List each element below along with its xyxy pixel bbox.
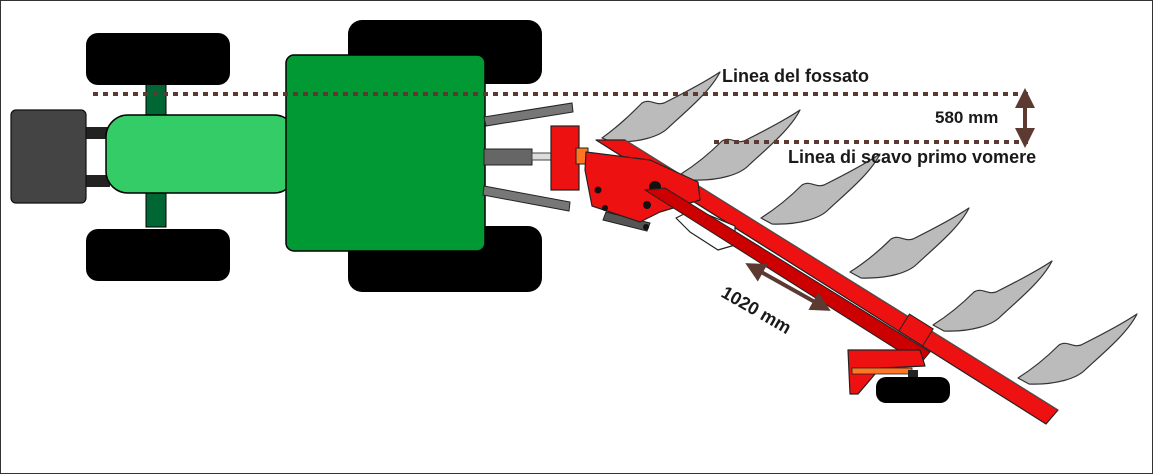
rear-clamp xyxy=(898,313,934,347)
tractor xyxy=(10,20,542,292)
mouldboard-4 xyxy=(849,207,970,279)
front-left-tire xyxy=(86,33,230,85)
mouldboard-2 xyxy=(680,109,801,181)
depth-wheel-axle xyxy=(851,367,913,375)
tractor-hood xyxy=(105,114,297,194)
front-right-tire xyxy=(86,229,230,281)
weight-link-lower xyxy=(84,175,110,187)
depth-wheel-hub xyxy=(908,370,918,378)
ditch-line-label: Linea del fossato xyxy=(722,66,869,86)
pivot-4 xyxy=(602,205,608,211)
front-weight xyxy=(10,109,87,204)
mouldboard-3 xyxy=(760,153,881,225)
offset-dimension-label: 580 mm xyxy=(935,108,998,127)
pivot-5 xyxy=(643,224,649,230)
headstock xyxy=(550,125,580,191)
slide-arrow xyxy=(745,263,831,311)
tractor-body xyxy=(285,54,486,252)
mouldboard-1 xyxy=(601,71,721,143)
mouldboard-5 xyxy=(932,260,1053,332)
pivot-2 xyxy=(643,201,651,209)
first-share-line-label: Linea di scavo primo vomere xyxy=(788,147,1036,167)
mouldboards xyxy=(601,71,1138,385)
depth-wheel xyxy=(876,377,950,403)
pivot-3 xyxy=(594,186,602,194)
weight-link-upper xyxy=(84,127,110,139)
mouldboard-6 xyxy=(1017,313,1138,385)
three-point-hitch xyxy=(482,102,574,212)
